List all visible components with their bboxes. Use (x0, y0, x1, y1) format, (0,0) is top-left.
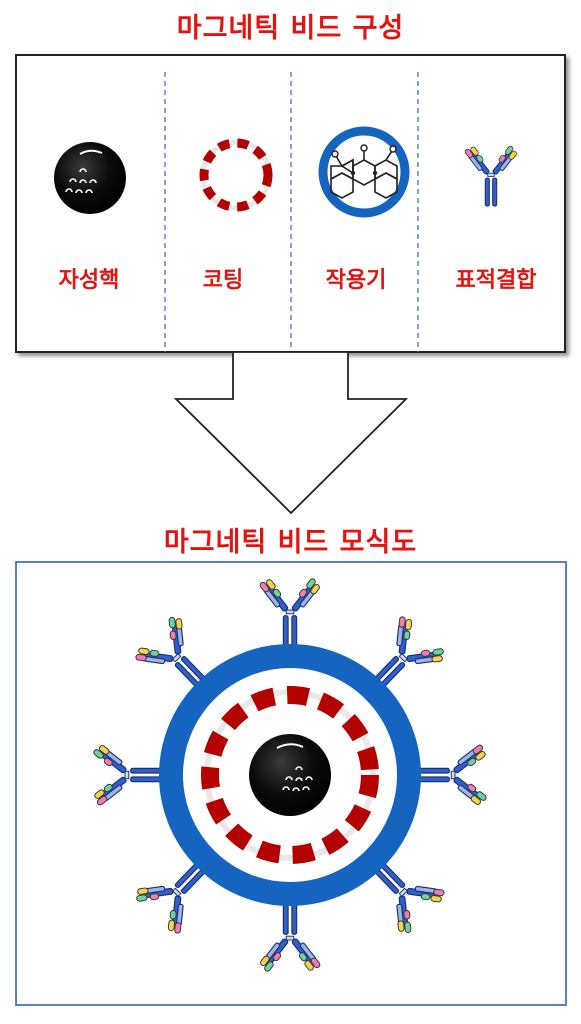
coating-ring-icon (199, 138, 273, 212)
magnetic-core-icon (54, 142, 126, 214)
composition-title: 마그네틱 비드 구성 (176, 13, 405, 44)
schematic-title: 마그네틱 비드 모식도 (163, 527, 418, 558)
functional-group-icon (318, 126, 410, 218)
label-target-binding: 표적결합 (455, 268, 537, 293)
label-functional-group: 작용기 (325, 268, 387, 293)
bead-schematic (91, 576, 489, 974)
label-coating: 코팅 (202, 268, 244, 293)
coating-layer (201, 686, 379, 864)
core (249, 734, 331, 816)
down-arrow (173, 351, 409, 515)
label-magnetic-core: 자성핵 (58, 268, 120, 293)
